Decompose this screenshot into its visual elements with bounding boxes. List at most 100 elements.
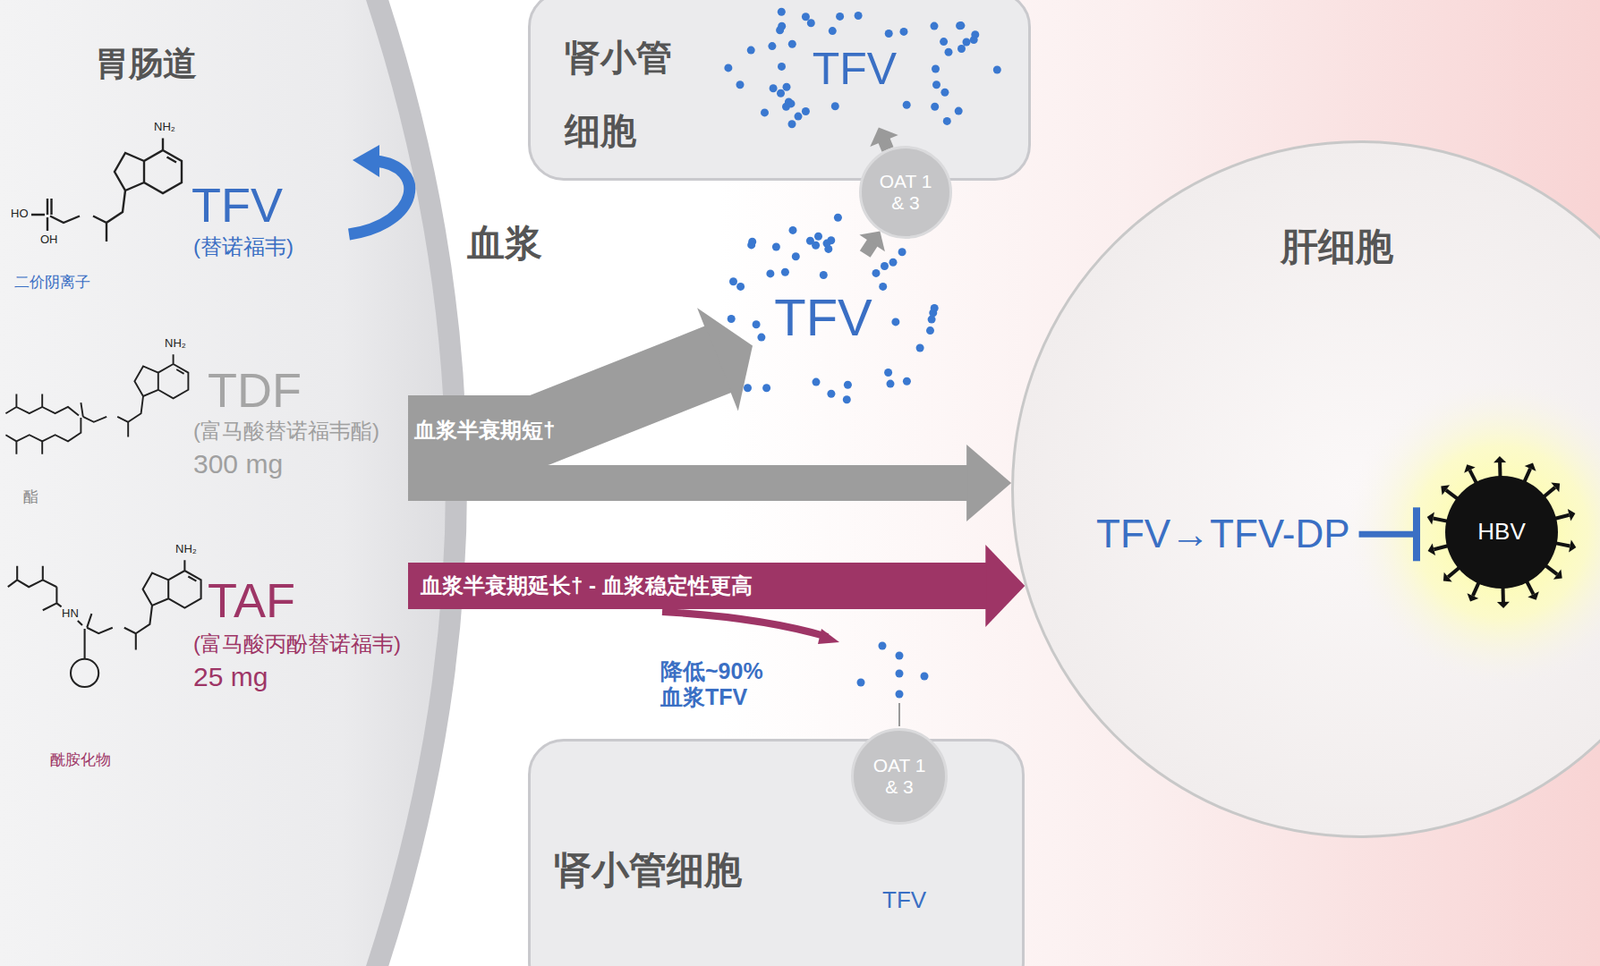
tfv-dot bbox=[930, 22, 939, 31]
spike-cap bbox=[1553, 570, 1563, 580]
drug-name: TAF bbox=[207, 572, 296, 629]
node-text: TFV→TFV-DP bbox=[1096, 511, 1351, 558]
node-text: HBV bbox=[1477, 519, 1525, 546]
oat-transporter: OAT 1 & 3 bbox=[851, 728, 948, 826]
spike bbox=[1500, 587, 1505, 603]
dose: 25 mg bbox=[193, 662, 268, 694]
tfv-dot bbox=[902, 101, 911, 110]
tfv-dot bbox=[880, 262, 889, 271]
note: 降低~90% 血浆TFV bbox=[660, 658, 786, 711]
tfv-label: TFV bbox=[882, 887, 927, 915]
tfv-dot bbox=[814, 232, 823, 241]
connector-line bbox=[865, 242, 874, 255]
tfv-dot bbox=[807, 18, 816, 27]
tfv-dot bbox=[765, 269, 775, 278]
tfv-dot bbox=[823, 239, 832, 248]
tfv-dot bbox=[769, 84, 778, 93]
tfv-dot bbox=[777, 8, 786, 17]
tfv-dot bbox=[752, 320, 761, 329]
tfv-dot bbox=[723, 63, 732, 72]
spike-cap bbox=[1440, 485, 1450, 495]
spike-cap bbox=[1527, 591, 1540, 601]
tfv-dot bbox=[757, 333, 766, 342]
tfv-dot-cloud: TFV bbox=[791, 7, 918, 133]
tfv-dot bbox=[930, 102, 939, 111]
drug-name: (富马酸替诺福韦酯) bbox=[193, 418, 380, 444]
tfv-dot bbox=[926, 326, 935, 335]
atom-label: NH₂ bbox=[164, 337, 187, 351]
node-text: 胃肠道 bbox=[94, 44, 197, 85]
tfv-dot bbox=[782, 83, 792, 92]
tfv-dot bbox=[884, 368, 893, 377]
spike-cap bbox=[1568, 540, 1576, 554]
gi-region bbox=[0, 0, 457, 966]
tfv-molecule bbox=[31, 138, 182, 243]
spike bbox=[1554, 515, 1569, 520]
chem-form: 酯 bbox=[23, 488, 39, 507]
kidney-cell-box: 肾小管 细胞TFV bbox=[527, 0, 1031, 181]
spike-cap bbox=[1550, 483, 1560, 494]
connector bbox=[408, 444, 1012, 522]
tfv-dots bbox=[727, 213, 939, 405]
tfv-dot bbox=[736, 80, 745, 89]
tfv-dot bbox=[760, 108, 769, 117]
connector bbox=[408, 544, 1025, 628]
tfv-dot bbox=[747, 240, 756, 249]
node-text: 肾小管细胞 bbox=[553, 849, 742, 893]
drug-name: TDF bbox=[207, 362, 302, 418]
chem-form: 酰胺化物 bbox=[50, 751, 111, 770]
tfv-dot bbox=[747, 46, 756, 55]
plasma-tfv-dots bbox=[857, 642, 929, 699]
tfv-dot bbox=[956, 21, 965, 30]
tfv-dot bbox=[842, 395, 852, 404]
inhibition-bar bbox=[1412, 507, 1421, 562]
spike-cap bbox=[1427, 512, 1435, 526]
kidney-cell-box: 肾小管细胞 bbox=[527, 739, 1025, 966]
tfv-dot bbox=[788, 119, 797, 128]
tfv-dot bbox=[788, 40, 797, 49]
tfv-dot bbox=[993, 66, 1002, 75]
tfv-dot bbox=[885, 29, 894, 38]
connector bbox=[408, 307, 753, 432]
tfv-dot bbox=[970, 30, 979, 39]
tfv-dots bbox=[723, 8, 1001, 129]
hbv-virus: HBV bbox=[1445, 476, 1558, 589]
node-text: TFV bbox=[774, 288, 873, 349]
tfv-dot bbox=[854, 11, 863, 20]
virus-spikes bbox=[1427, 456, 1577, 609]
tfv-dot bbox=[939, 37, 948, 46]
tfv-dot bbox=[819, 271, 828, 280]
tfv-dot bbox=[957, 44, 966, 53]
tfv-dot bbox=[940, 88, 949, 97]
tfv-dot bbox=[962, 38, 971, 47]
tdf-molecule bbox=[5, 354, 188, 455]
spike bbox=[1555, 543, 1571, 546]
tfv-dot bbox=[930, 304, 939, 313]
dose: 300 mg bbox=[193, 449, 283, 481]
node-text: OAT 1 & 3 bbox=[878, 170, 933, 214]
tfv-dot bbox=[781, 268, 790, 277]
tfv-dot bbox=[943, 117, 952, 126]
gi-region: 胃肠道 bbox=[0, 0, 409, 966]
tfv-dot bbox=[954, 107, 963, 116]
node-text: 肝细胞 bbox=[1280, 225, 1394, 269]
tfv-dot bbox=[828, 26, 837, 35]
spike-cap bbox=[1567, 509, 1576, 522]
tfv-dot bbox=[727, 314, 736, 324]
cell-fill bbox=[1012, 141, 1600, 838]
spike-cap bbox=[1493, 456, 1507, 463]
inhibition-line bbox=[1359, 531, 1417, 538]
drug-name: TFV bbox=[191, 177, 283, 233]
tfv-dot bbox=[775, 25, 784, 35]
tfv-dot bbox=[932, 80, 941, 89]
connector-line bbox=[408, 562, 987, 610]
tfv-dot bbox=[801, 12, 810, 21]
tfv-dot bbox=[843, 381, 852, 390]
arrowhead bbox=[966, 444, 1012, 522]
tfv-dot bbox=[931, 65, 940, 74]
tfv-dot bbox=[794, 112, 803, 121]
spike-cap bbox=[1497, 602, 1510, 609]
tfv-dot bbox=[831, 102, 840, 111]
drug-name: (替诺福韦) bbox=[193, 234, 294, 260]
